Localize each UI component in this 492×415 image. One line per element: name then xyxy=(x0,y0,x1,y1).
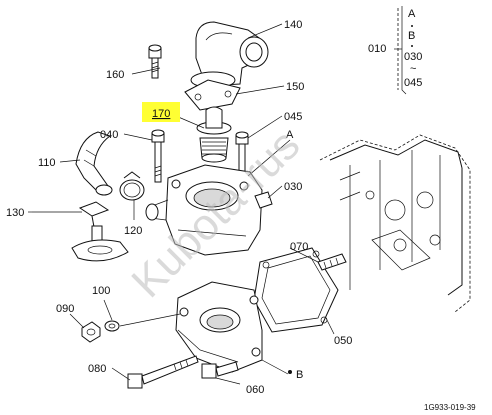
reference-marks: A B xyxy=(286,129,303,381)
label-100[interactable]: 100 xyxy=(92,285,110,297)
label-040[interactable]: 040 xyxy=(100,129,118,141)
legend-to: 045 xyxy=(404,77,422,89)
thermostat-housing xyxy=(145,164,273,256)
label-150[interactable]: 150 xyxy=(286,81,304,93)
legend-a: A xyxy=(408,8,416,20)
water-flange-elbow xyxy=(190,21,269,89)
hose-110 xyxy=(75,131,113,196)
washer-100 xyxy=(104,320,120,332)
part-labels: 140 150 160 170 045 040 110 030 130 120 … xyxy=(6,19,386,396)
ref-a: A xyxy=(286,129,294,141)
nut-090 xyxy=(81,321,101,343)
label-140[interactable]: 140 xyxy=(284,19,302,31)
stud-070 xyxy=(317,253,347,271)
label-010[interactable]: 010 xyxy=(368,43,386,55)
pipe-bracket-130 xyxy=(71,201,129,262)
bolt-080 xyxy=(127,355,199,389)
hose-clamp-120 xyxy=(119,171,145,201)
label-090[interactable]: 090 xyxy=(56,303,74,315)
bolt-060 xyxy=(201,361,239,379)
label-120[interactable]: 120 xyxy=(124,225,142,237)
label-160[interactable]: 160 xyxy=(106,69,124,81)
legend-from: 030 xyxy=(404,51,422,63)
water-outlet xyxy=(175,281,263,373)
label-030[interactable]: 030 xyxy=(284,181,302,193)
thermostat-170 xyxy=(196,106,232,163)
label-130[interactable]: 130 xyxy=(6,207,24,219)
legend-b: B xyxy=(408,30,415,42)
gasket-150 xyxy=(184,79,241,111)
bolt-045 xyxy=(235,131,249,179)
bolt-040 xyxy=(151,129,165,183)
label-070[interactable]: 070 xyxy=(290,241,308,253)
legend-tilde: ~ xyxy=(410,63,416,75)
engine-block xyxy=(319,134,471,313)
figure-code: 1G933-019-39 xyxy=(424,403,476,412)
label-045[interactable]: 045 xyxy=(284,111,302,123)
label-060[interactable]: 060 xyxy=(246,384,264,396)
label-110[interactable]: 110 xyxy=(38,157,56,169)
label-170[interactable]: 170 xyxy=(152,108,170,120)
label-080[interactable]: 080 xyxy=(88,363,106,375)
assembly-legend: A B 030 ~ 045 xyxy=(394,6,422,95)
highlight-170 xyxy=(142,102,180,122)
label-050[interactable]: 050 xyxy=(334,335,352,347)
ref-b: B xyxy=(296,369,303,381)
bolt-160 xyxy=(148,44,162,79)
leader-lines xyxy=(28,23,335,385)
